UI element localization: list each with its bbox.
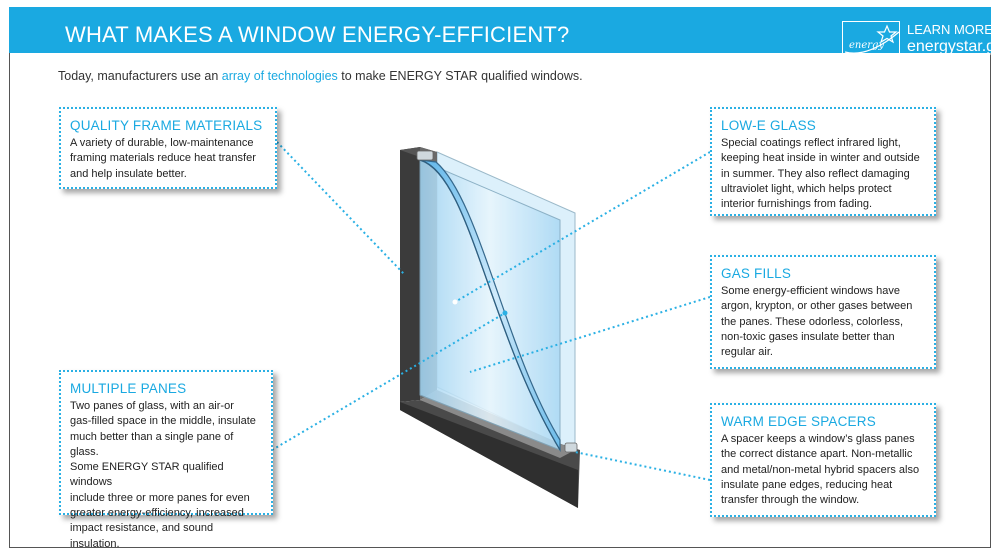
intro-text: Today, manufacturers use an array of tec… — [58, 69, 583, 83]
text-line: in summer. They also reflect damaging — [721, 167, 910, 180]
intro-after: to make ENERGY STAR qualified windows. — [337, 69, 583, 83]
callout-warm-edge-body: A spacer keeps a window’s glass panes th… — [721, 432, 926, 508]
connector-quality-frame — [276, 141, 406, 276]
text-line: argon, krypton, or other gases between — [721, 300, 913, 313]
text-line: and help insulate better. — [70, 167, 187, 180]
callout-low-e-title: LOW-E GLASS — [721, 118, 816, 133]
callout-multiple-panes-body: Two panes of glass, with an air-or gas-f… — [70, 399, 263, 552]
learn-more-url: energystar.gov — [907, 38, 1000, 55]
text-line: regular air. — [721, 346, 773, 359]
text-line: A variety of durable, low-maintenance — [70, 137, 254, 149]
multiple-panes-target-dot — [502, 310, 508, 316]
callout-warm-edge-spacers: WARM EDGE SPACERS A spacer keeps a windo… — [710, 403, 936, 517]
callout-multiple-panes: MULTIPLE PANES Two panes of glass, with … — [59, 370, 273, 550]
text-line: gas-filled space in the middle, insulate — [70, 415, 256, 428]
connector-warm-edge — [574, 451, 711, 481]
text-line: and metal/non-metal hybrid spacers also — [721, 463, 920, 476]
frame-bottom-face — [400, 402, 578, 508]
text-line: Two panes of glass, with an air-or — [70, 400, 234, 412]
text-line: ultraviolet light, which helps protect — [721, 182, 892, 195]
page-title: WHAT MAKES A WINDOW ENERGY-EFFICIENT? — [65, 22, 570, 47]
text-line: non-toxic gases insulate better than — [721, 330, 895, 343]
energy-star-icon: energy — [844, 24, 900, 54]
text-line: impact resistance, and sound insulation. — [70, 522, 214, 550]
callout-quality-frame: QUALITY FRAME MATERIALS A variety of dur… — [59, 107, 277, 189]
text-line: Special coatings reflect infrared light, — [721, 137, 901, 149]
frame-left — [400, 147, 420, 402]
connector-multiple-panes — [271, 312, 506, 451]
callout-warm-edge-title: WARM EDGE SPACERS — [721, 414, 876, 429]
text-line: keeping heat inside in winter and outsid… — [721, 152, 920, 165]
callout-gas-fills-title: GAS FILLS — [721, 266, 792, 281]
text-line: Some ENERGY STAR qualified windows — [70, 461, 224, 489]
top-spacer — [416, 150, 434, 161]
text-line: framing materials reduce heat transfer — [70, 152, 256, 165]
callout-low-e-body: Special coatings reflect infrared light,… — [721, 136, 926, 212]
callout-quality-frame-title: QUALITY FRAME MATERIALS — [70, 118, 263, 133]
callout-multiple-panes-title: MULTIPLE PANES — [70, 381, 187, 396]
text-line: the panes. These odorless, colorless, — [721, 315, 904, 328]
learn-more-link[interactable]: LEARN MORE AT energystar.gov — [907, 21, 1000, 55]
intro-link[interactable]: array of technologies — [221, 69, 338, 83]
text-line: A spacer keeps a window’s glass panes — [721, 433, 915, 445]
bottom-spacer — [564, 442, 578, 453]
connector-gas-fills — [469, 296, 711, 373]
text-line: transfer through the window. — [721, 494, 860, 507]
callout-gas-fills: GAS FILLS Some energy-efficient windows … — [710, 255, 936, 369]
text-line: much better than a single pane of glass. — [70, 430, 234, 458]
callout-quality-frame-body: A variety of durable, low-maintenance fr… — [70, 136, 267, 182]
text-line: include three or more panes for even — [70, 491, 250, 504]
energy-star-logo[interactable]: energy — [842, 21, 900, 57]
header-bar: WHAT MAKES A WINDOW ENERGY-EFFICIENT? en… — [9, 7, 1000, 57]
text-line: the correct distance apart. Non-metallic — [721, 448, 913, 461]
callout-low-e-glass: LOW-E GLASS Special coatings reflect inf… — [710, 107, 936, 216]
text-line: Some energy-efficient windows have — [721, 285, 900, 297]
callout-gas-fills-body: Some energy-efficient windows have argon… — [721, 284, 926, 360]
connector-low-e — [454, 151, 711, 303]
low-e-target-dot — [452, 299, 458, 305]
text-line: interior furnishings from fading. — [721, 198, 873, 211]
intro-before: Today, manufacturers use an — [58, 69, 222, 83]
svg-text:energy: energy — [849, 40, 884, 51]
text-line: insulate pane edges, reducing heat — [721, 478, 893, 491]
text-line: greater energy-efficiency, increased — [70, 507, 244, 520]
learn-more-label: LEARN MORE AT — [907, 22, 1000, 37]
curled-glass-edge — [419, 159, 561, 451]
